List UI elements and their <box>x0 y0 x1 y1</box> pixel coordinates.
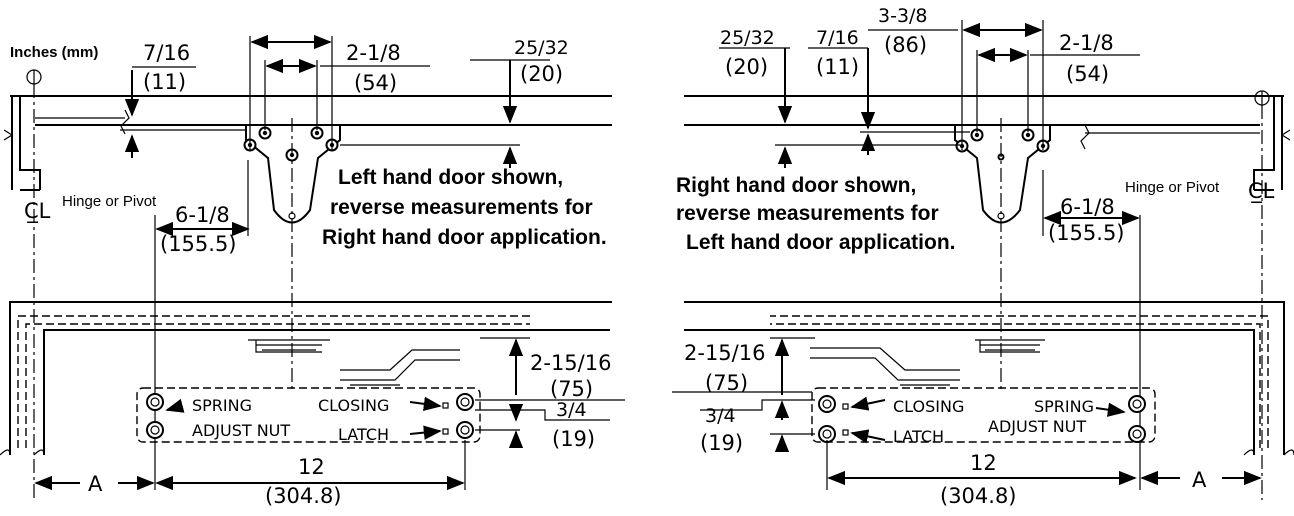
right-mounting-plate <box>954 124 1051 224</box>
left-top-dimensions <box>120 34 550 490</box>
right-label-adjust-nut: ADJUST NUT <box>988 417 1086 436</box>
units-label: Inches (mm) <box>10 44 98 61</box>
left-note-line-2: reverse measurements for <box>330 196 593 219</box>
right-label-spring: SPRING <box>1034 397 1094 416</box>
right-dim-25-32-mm: (20) <box>725 55 768 79</box>
right-hinge-label: Hinge or Pivot <box>1125 179 1220 196</box>
left-dim-2-15-16-mm: (75) <box>550 377 593 401</box>
right-dim-25-32: 25/32 <box>720 27 775 49</box>
left-dim-7-16: 7/16 <box>143 41 190 65</box>
right-dim-6-1-8-mm: (155.5) <box>1048 221 1125 245</box>
left-dim-7-16-mm: (11) <box>143 70 186 94</box>
left-label-closing: CLOSING <box>318 396 389 415</box>
left-dim-25-32: 25/32 <box>514 37 569 59</box>
right-hinge-symbol <box>1254 90 1270 106</box>
left-cl-symbol: C̲L <box>24 199 51 224</box>
left-dim-2-1-8: 2-1/8 <box>346 41 401 65</box>
left-dim-12: 12 <box>298 455 325 479</box>
right-plan-view <box>672 301 1294 490</box>
right-dim-12: 12 <box>970 451 997 475</box>
left-dim-12-mm: (304.8) <box>265 484 342 508</box>
right-dim-2-1-8-mm: (54) <box>1066 62 1109 86</box>
left-note-line-3: Right hand door application. <box>322 226 607 249</box>
right-dim-3-4-mm: (19) <box>700 431 743 455</box>
left-dim-2-1-8-mm: (54) <box>354 71 397 95</box>
right-note-line-2: reverse measurements for <box>676 202 939 225</box>
left-dim-25-32-mm: (20) <box>520 62 563 86</box>
left-dim-6-1-8: 6-1/8 <box>175 203 230 227</box>
left-note-line-1: Left hand door shown, <box>338 166 563 189</box>
left-dim-3-4: 3/4 <box>556 399 587 421</box>
right-dim-2-1-8: 2-1/8 <box>1059 31 1114 55</box>
right-dim-3-3-8: 3-3/8 <box>878 5 928 27</box>
right-label-latch: LATCH <box>893 427 944 446</box>
left-dim-3-4-mm: (19) <box>552 427 595 451</box>
left-dim-a: A <box>88 472 103 496</box>
right-dim-a: A <box>1192 468 1207 492</box>
left-view: Inches (mm) C̲L Hinge or Pivot <box>0 34 625 508</box>
right-dim-6-1-8: 6-1/8 <box>1060 195 1115 219</box>
left-label-latch: LATCH <box>338 425 389 444</box>
right-dim-3-4: 3/4 <box>705 405 736 427</box>
right-top-dimensions <box>719 20 1141 490</box>
right-dim-2-15-16-mm: (75) <box>705 371 748 395</box>
left-note: Left hand door shown, reverse measuremen… <box>322 166 607 249</box>
right-note-line-3: Left hand door application. <box>686 231 956 254</box>
right-view: C̲L Hinge or Pivot <box>672 5 1294 508</box>
right-dim-3-3-8-mm: (86) <box>884 33 927 57</box>
right-label-closing: CLOSING <box>893 397 964 416</box>
right-dim-2-15-16: 2-15/16 <box>684 341 765 365</box>
left-label-adjust-nut: ADJUST NUT <box>192 421 290 440</box>
right-note-line-1: Right hand door shown, <box>676 174 916 197</box>
right-cl-symbol: C̲L <box>1248 179 1275 204</box>
right-dim-12-mm: (304.8) <box>940 484 1017 508</box>
left-hinge-label: Hinge or Pivot <box>62 193 157 210</box>
left-hinge-symbol <box>26 69 42 85</box>
right-dim-7-16-mm: (11) <box>816 55 859 79</box>
left-dim-2-15-16: 2-15/16 <box>530 351 611 375</box>
left-plan-view <box>0 301 625 491</box>
left-mounting-plate <box>243 124 341 224</box>
left-top-frame <box>3 95 612 191</box>
right-dim-7-16: 7/16 <box>816 27 859 49</box>
left-label-spring: SPRING <box>192 396 252 415</box>
left-dim-6-1-8-mm: (155.5) <box>160 232 237 256</box>
right-note: Right hand door shown, reverse measureme… <box>676 174 956 254</box>
